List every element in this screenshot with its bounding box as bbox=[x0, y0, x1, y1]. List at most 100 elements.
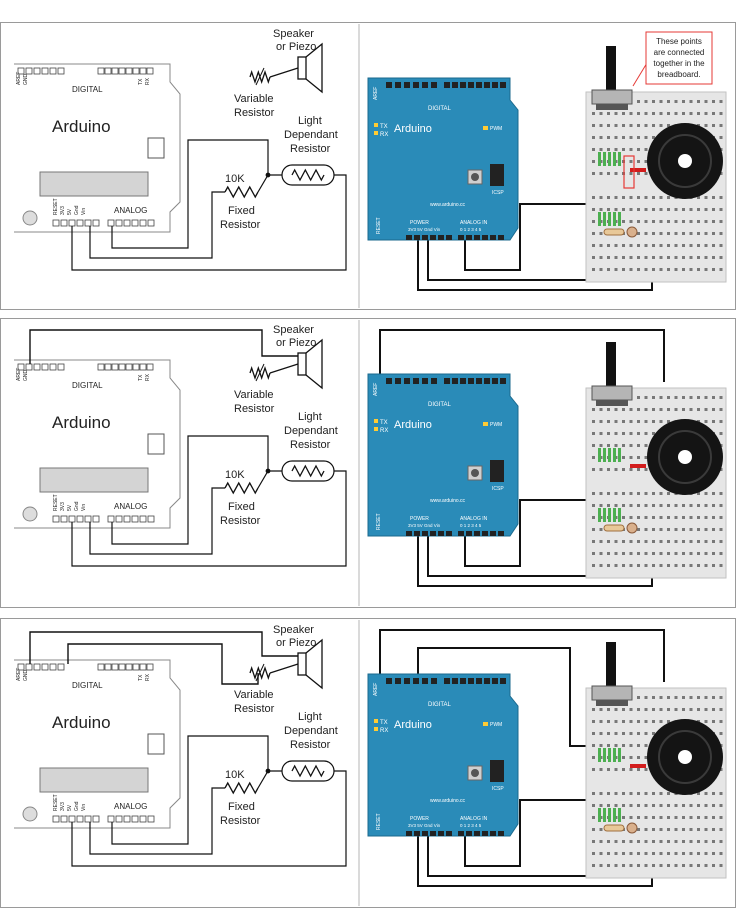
breadboard-hole bbox=[659, 804, 663, 807]
shield-pwm-label: PWM bbox=[490, 126, 502, 132]
digital-pin bbox=[41, 663, 49, 671]
breadboard-hole bbox=[674, 256, 678, 259]
breadboard-hole bbox=[719, 552, 723, 555]
shield-digital-pin bbox=[452, 378, 458, 384]
breadboard-connected-row bbox=[613, 508, 616, 522]
breadboard-hole bbox=[652, 792, 655, 795]
wire-shield-gnd-to-speaker bbox=[379, 329, 665, 382]
shield-digital-pin bbox=[386, 378, 392, 384]
breadboard-hole bbox=[637, 564, 640, 567]
arduino-board-outline bbox=[14, 63, 181, 233]
breadboard-hole bbox=[659, 708, 663, 711]
digital-pin bbox=[132, 67, 140, 75]
breadboard-hole bbox=[674, 268, 678, 271]
breadboard-hole bbox=[629, 268, 633, 271]
digital-label: DIGITAL bbox=[72, 85, 103, 94]
shield-analog-pin bbox=[498, 531, 504, 536]
ldr-part bbox=[626, 226, 638, 238]
breadboard-hole bbox=[712, 564, 715, 567]
breadboard-hole bbox=[712, 696, 715, 699]
power-pin bbox=[92, 219, 100, 227]
breadboard-hole bbox=[637, 468, 640, 471]
digital-pin bbox=[111, 363, 119, 371]
breadboard-hole bbox=[629, 256, 633, 259]
breadboard-hole bbox=[667, 244, 670, 247]
breadboard-connected-row bbox=[598, 152, 601, 166]
breadboard-hole bbox=[674, 208, 678, 211]
breadboard-hole bbox=[697, 828, 700, 831]
speaker-label: Speaker bbox=[273, 28, 314, 40]
breadboard-hole bbox=[644, 456, 648, 459]
breadboard-hole bbox=[599, 112, 603, 115]
shield-analog-pin bbox=[482, 831, 488, 836]
potentiometer-shaft bbox=[606, 642, 616, 686]
breadboard-hole bbox=[689, 696, 693, 699]
breadboard-hole bbox=[652, 852, 655, 855]
breadboard-hole bbox=[704, 828, 708, 831]
breadboard-hole bbox=[704, 552, 708, 555]
shield-digital-pin bbox=[484, 82, 490, 88]
speaker-icon bbox=[297, 56, 307, 80]
breadboard-hole bbox=[719, 124, 723, 127]
breadboard-hole bbox=[659, 852, 663, 855]
breadboard-hole bbox=[674, 220, 678, 223]
breadboard-hole bbox=[667, 720, 670, 723]
breadboard bbox=[585, 642, 727, 879]
breadboard-hole bbox=[659, 828, 663, 831]
fixed-resistor bbox=[224, 481, 259, 495]
breadboard-connected-row bbox=[603, 808, 606, 822]
shield-digital-pin bbox=[468, 678, 474, 684]
breadboard-hole bbox=[697, 516, 700, 519]
breadboard-hole bbox=[599, 564, 603, 567]
breadboard-hole bbox=[674, 396, 678, 399]
breadboard-hole bbox=[682, 552, 685, 555]
breadboard-hole bbox=[659, 528, 663, 531]
speaker-label: or Piezo bbox=[276, 41, 316, 53]
breadboard-hole bbox=[622, 148, 625, 151]
breadboard-hole bbox=[697, 220, 700, 223]
digital-pin bbox=[97, 67, 105, 75]
power-pin bbox=[84, 515, 92, 523]
breadboard-hole bbox=[697, 852, 700, 855]
shield-power-pin bbox=[414, 831, 420, 836]
power-pin bbox=[52, 515, 60, 523]
breadboard-hole bbox=[637, 432, 640, 435]
breadboard-hole bbox=[719, 232, 723, 235]
shield-digital-pin bbox=[422, 378, 428, 384]
breadboard-hole bbox=[637, 148, 640, 151]
breadboard-hole bbox=[607, 540, 610, 543]
shield-analog-pin bbox=[458, 531, 464, 536]
breadboard-hole bbox=[622, 468, 625, 471]
breadboard-hole bbox=[652, 528, 655, 531]
ldr-label: Resistor bbox=[290, 739, 331, 751]
breadboard-hole bbox=[644, 232, 648, 235]
breadboard-hole bbox=[599, 444, 603, 447]
breadboard-hole bbox=[652, 124, 655, 127]
breadboard-hole bbox=[614, 840, 618, 843]
gnd-label: GND bbox=[23, 370, 29, 382]
breadboard-hole bbox=[607, 136, 610, 139]
breadboard-hole bbox=[592, 468, 595, 471]
variable-resistor-arrow bbox=[255, 363, 265, 382]
breadboard-hole bbox=[719, 268, 723, 271]
breadboard-hole bbox=[652, 432, 655, 435]
reset-button-circle bbox=[22, 506, 38, 522]
breadboard-hole bbox=[674, 864, 678, 867]
callout-box bbox=[645, 31, 713, 85]
3v3-label: 3V3 bbox=[60, 802, 66, 811]
breadboard-hole bbox=[652, 732, 655, 735]
breadboard-hole bbox=[637, 864, 640, 867]
shield-analog-pin bbox=[498, 235, 504, 240]
breadboard-hole bbox=[719, 504, 723, 507]
icsp-header bbox=[147, 137, 165, 159]
breadboard-hole bbox=[674, 100, 678, 103]
analog-pin bbox=[123, 219, 131, 227]
breadboard-hole bbox=[719, 244, 723, 247]
shield-reset-button-cap bbox=[471, 769, 479, 777]
breadboard-hole bbox=[689, 840, 693, 843]
breadboard-hole bbox=[674, 540, 678, 543]
breadboard-hole bbox=[652, 420, 655, 423]
fixed-resistor-label: Fixed bbox=[228, 205, 255, 217]
breadboard-hole bbox=[697, 540, 700, 543]
breadboard-hole bbox=[599, 732, 603, 735]
